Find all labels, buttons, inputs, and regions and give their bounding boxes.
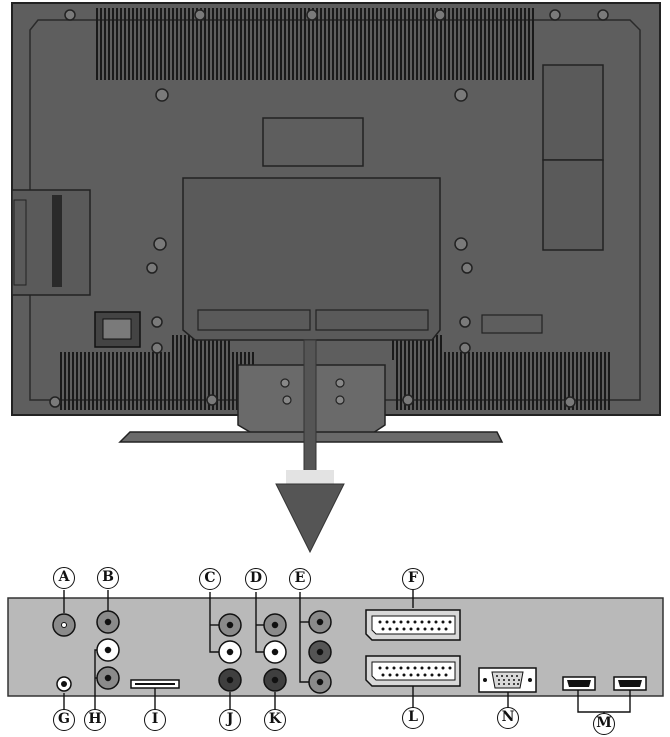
right-side-panel-top [542, 64, 604, 161]
stand-screws [280, 378, 345, 405]
connector-m-hdmi-2 [613, 676, 647, 691]
tv-inner-frame [29, 19, 641, 401]
connector-a-pin [61, 622, 67, 628]
label-b: B [97, 567, 119, 589]
label-k: K [264, 709, 286, 731]
label-i: I [144, 709, 166, 731]
connector-g-hole [61, 681, 67, 687]
label-j: J [219, 709, 241, 731]
left-side-slot [52, 195, 62, 287]
recess-slot-right [315, 309, 429, 331]
label-f: F [402, 568, 424, 590]
rating-label-plate [262, 117, 364, 167]
rca-column-bh [96, 610, 120, 690]
rca-column-cj [218, 613, 242, 692]
connector-m-hdmi-1 [562, 676, 596, 691]
tv-rear-view [11, 2, 661, 443]
rca-column-dk [263, 613, 287, 692]
connection-panel [7, 590, 664, 716]
label-n: N [497, 707, 519, 729]
arrow-shaft-light [286, 470, 334, 484]
arrow-shaft [303, 339, 317, 481]
label-c: C [199, 568, 221, 590]
top-vent-grille [95, 8, 535, 80]
mounting-screws [49, 9, 609, 408]
label-h: H [84, 709, 106, 731]
label-e: E [289, 568, 311, 590]
power-socket-inner [102, 318, 132, 340]
connector-l-scart [365, 655, 461, 687]
arrow-head [275, 483, 345, 554]
connector-recess-panel [182, 177, 441, 341]
zoom-arrow [275, 339, 345, 554]
left-side-inset [13, 199, 27, 286]
connector-i-slot-inner [135, 683, 175, 685]
connector-f-scart [365, 609, 461, 641]
label-g: G [53, 709, 75, 731]
right-side-panel-bottom [542, 159, 604, 251]
label-a: A [53, 567, 75, 589]
label-m: M [593, 713, 615, 735]
bottom-right-vent-grille [395, 352, 610, 410]
recess-slot-left [197, 309, 311, 331]
rca-column-e [308, 610, 332, 694]
connector-n-vga [478, 667, 537, 693]
label-d: D [245, 568, 267, 590]
left-side-panel [11, 189, 91, 296]
label-l: L [402, 707, 424, 729]
right-bottom-block [481, 314, 543, 334]
bottom-left-vent-grille [60, 352, 255, 410]
